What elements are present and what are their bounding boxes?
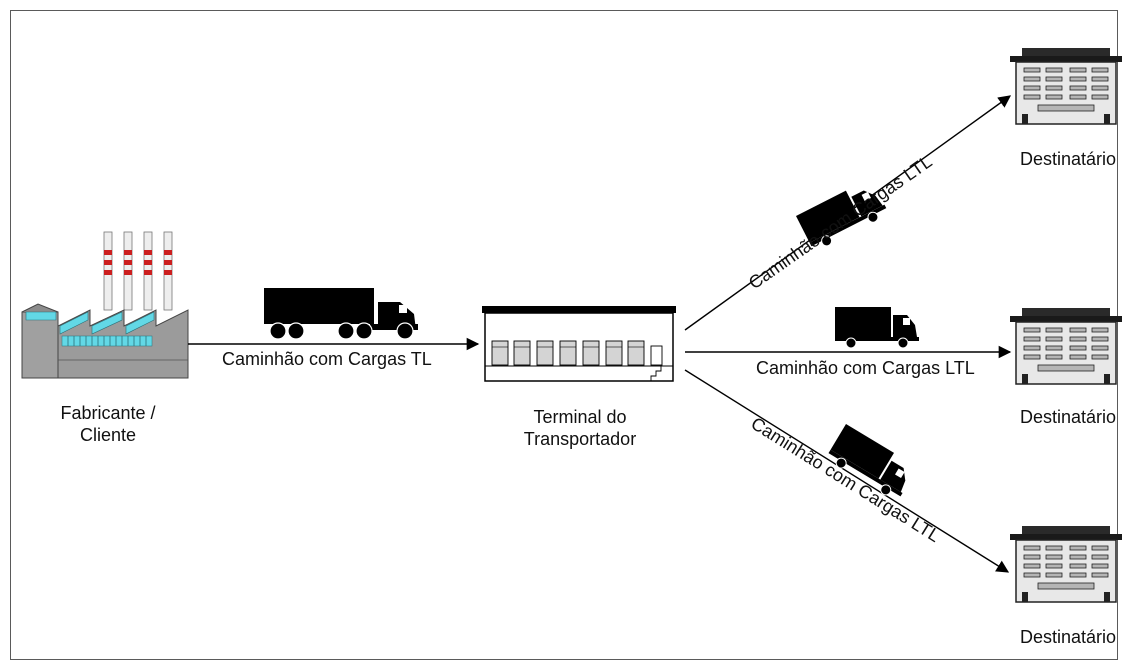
- factory-icon: [22, 232, 188, 378]
- destination-label-2: Destinatário: [1010, 406, 1126, 428]
- office-building-icon: [1010, 526, 1122, 602]
- tl-route-label: Caminhão com Cargas TL: [222, 348, 432, 370]
- destination-label-1: Destinatário: [1010, 148, 1126, 170]
- office-building-icon: [1010, 48, 1122, 124]
- terminal-label-line1: Terminal do: [510, 406, 650, 428]
- terminal-label: Terminal do Transportador: [510, 406, 650, 450]
- office-building-icon: [1010, 308, 1122, 384]
- source-label-line2: Cliente: [38, 424, 178, 446]
- terminal-label-line2: Transportador: [510, 428, 650, 450]
- ltl-route-label-2: Caminhão com Cargas LTL: [756, 357, 975, 379]
- source-label: Fabricante / Cliente: [38, 402, 178, 446]
- box-truck-icon: [835, 307, 919, 348]
- destination-label-3: Destinatário: [1010, 626, 1126, 648]
- terminal-building-icon: [482, 306, 676, 381]
- source-label-line1: Fabricante /: [38, 402, 178, 424]
- tractor-trailer-icon: [264, 288, 418, 339]
